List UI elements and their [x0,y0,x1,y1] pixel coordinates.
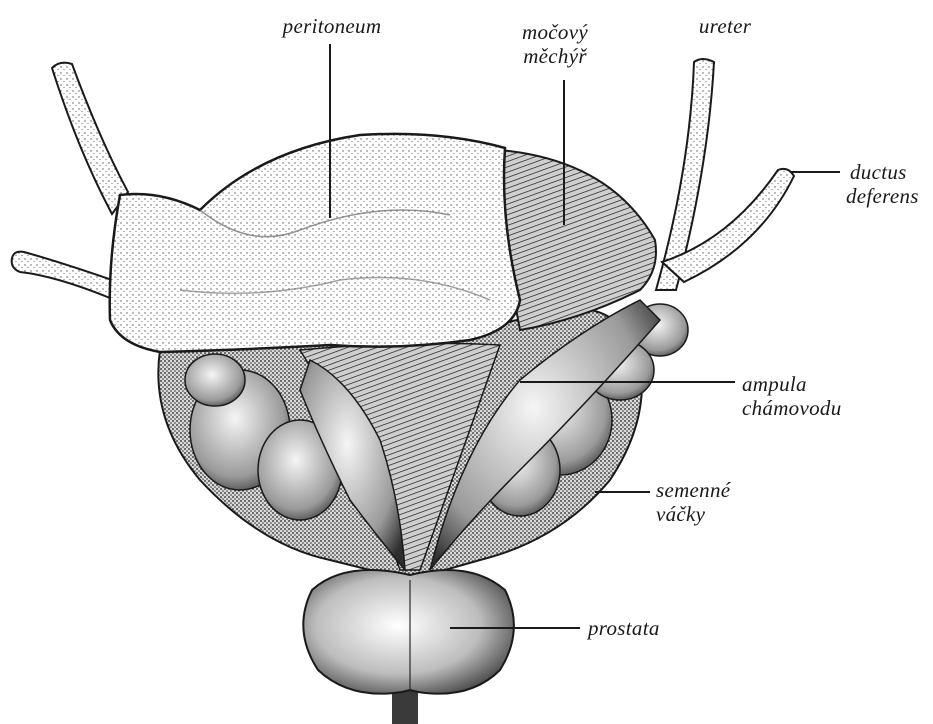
label-peritoneum: peritoneum [272,14,392,38]
prostate [303,570,514,694]
label-ampula-chamovodu: ampula chámovodu [742,372,842,420]
label-semenne-vacky: semenné váčky [656,478,730,526]
left-ureter [52,63,128,214]
urethra-stub [392,690,418,724]
peritoneum-sheet [110,134,520,352]
label-ureter: ureter [680,14,770,38]
label-prostata: prostata [588,616,660,640]
left-ductus-deferens [12,252,112,298]
label-mocovy-mechyr: močový měchýř [500,20,610,68]
label-ductus-deferens: ductus deferens [846,160,919,208]
